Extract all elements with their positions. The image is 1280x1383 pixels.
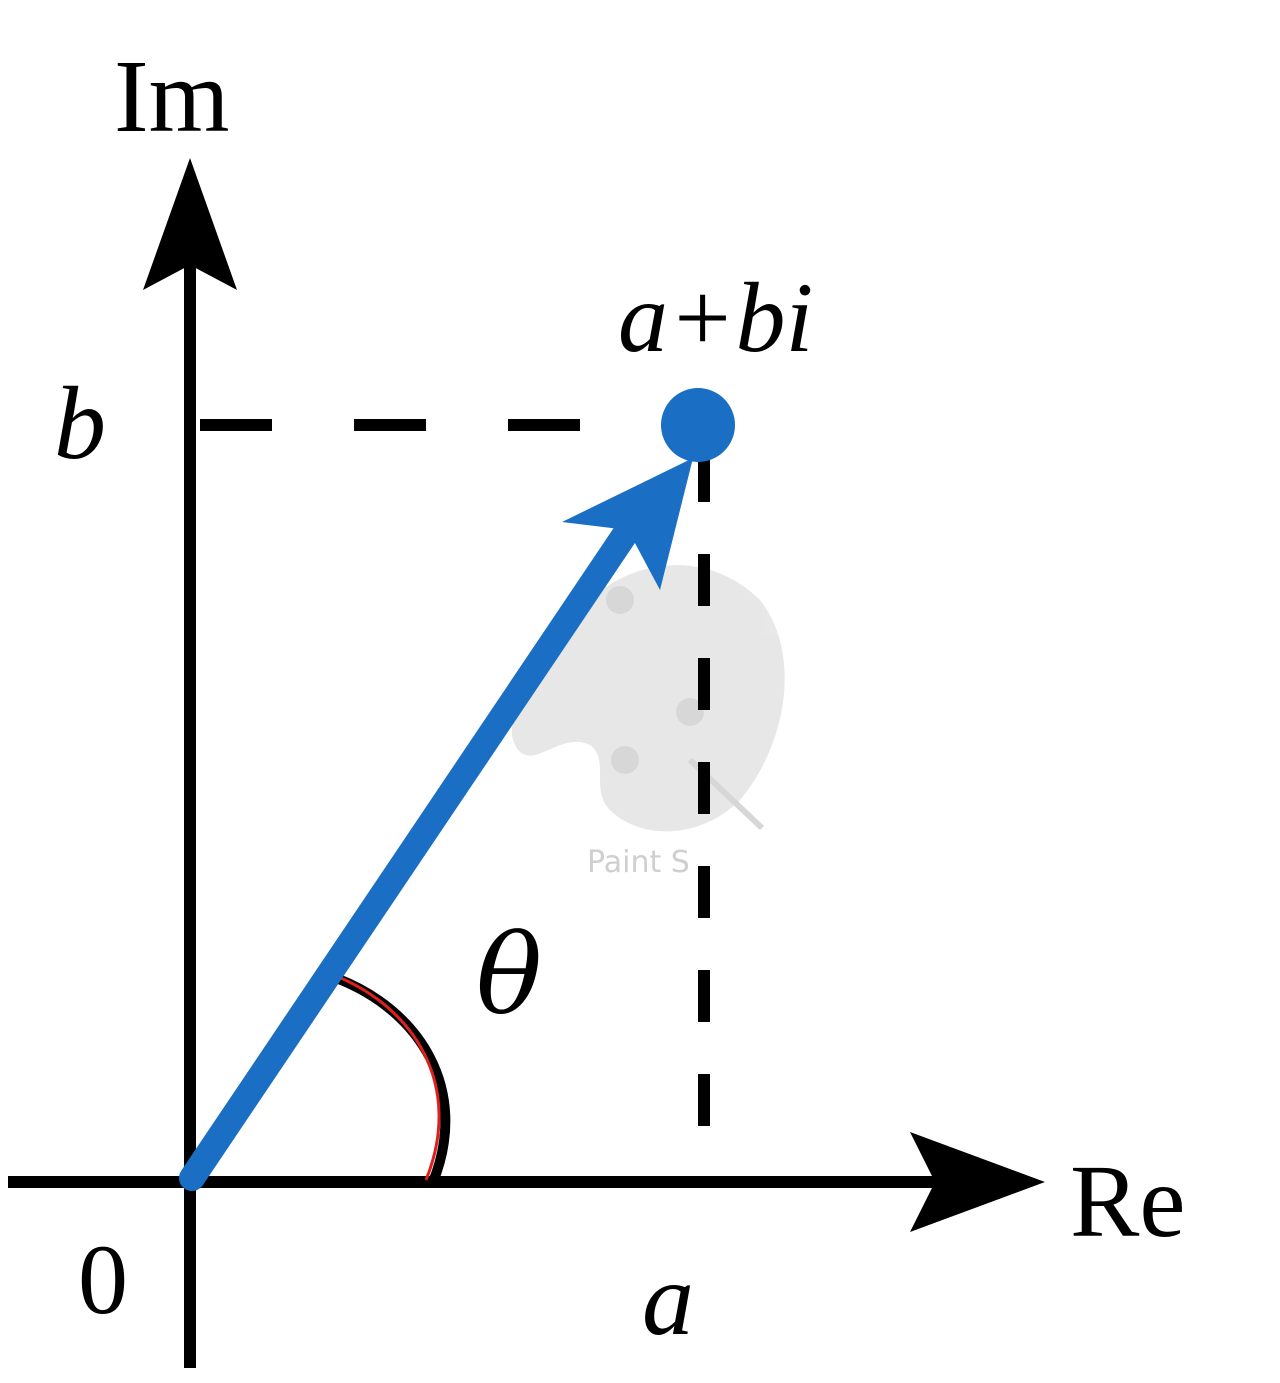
point-label: a+bi	[618, 262, 814, 373]
angle-label: θ	[476, 911, 543, 1039]
angle-arc	[330, 972, 441, 1181]
palette-shape	[511, 565, 785, 832]
complex-point	[661, 388, 735, 462]
origin-label: 0	[78, 1224, 128, 1335]
palette-dot	[676, 698, 704, 726]
palette-dot	[606, 586, 634, 614]
complex-vector-arrowhead	[562, 458, 693, 590]
imaginary-axis-label: Im	[114, 39, 230, 154]
palette-dot	[611, 746, 639, 774]
real-axis-arrowhead	[910, 1132, 1045, 1232]
imag-component-label: b	[54, 366, 106, 481]
real-component-label: a	[642, 1242, 694, 1357]
imaginary-axis-arrowhead	[143, 158, 237, 290]
real-axis-label: Re	[1070, 1144, 1186, 1259]
complex-vector	[179, 517, 641, 1191]
watermark-text: Paint S	[587, 845, 690, 880]
paint-palette-watermark	[511, 565, 785, 832]
